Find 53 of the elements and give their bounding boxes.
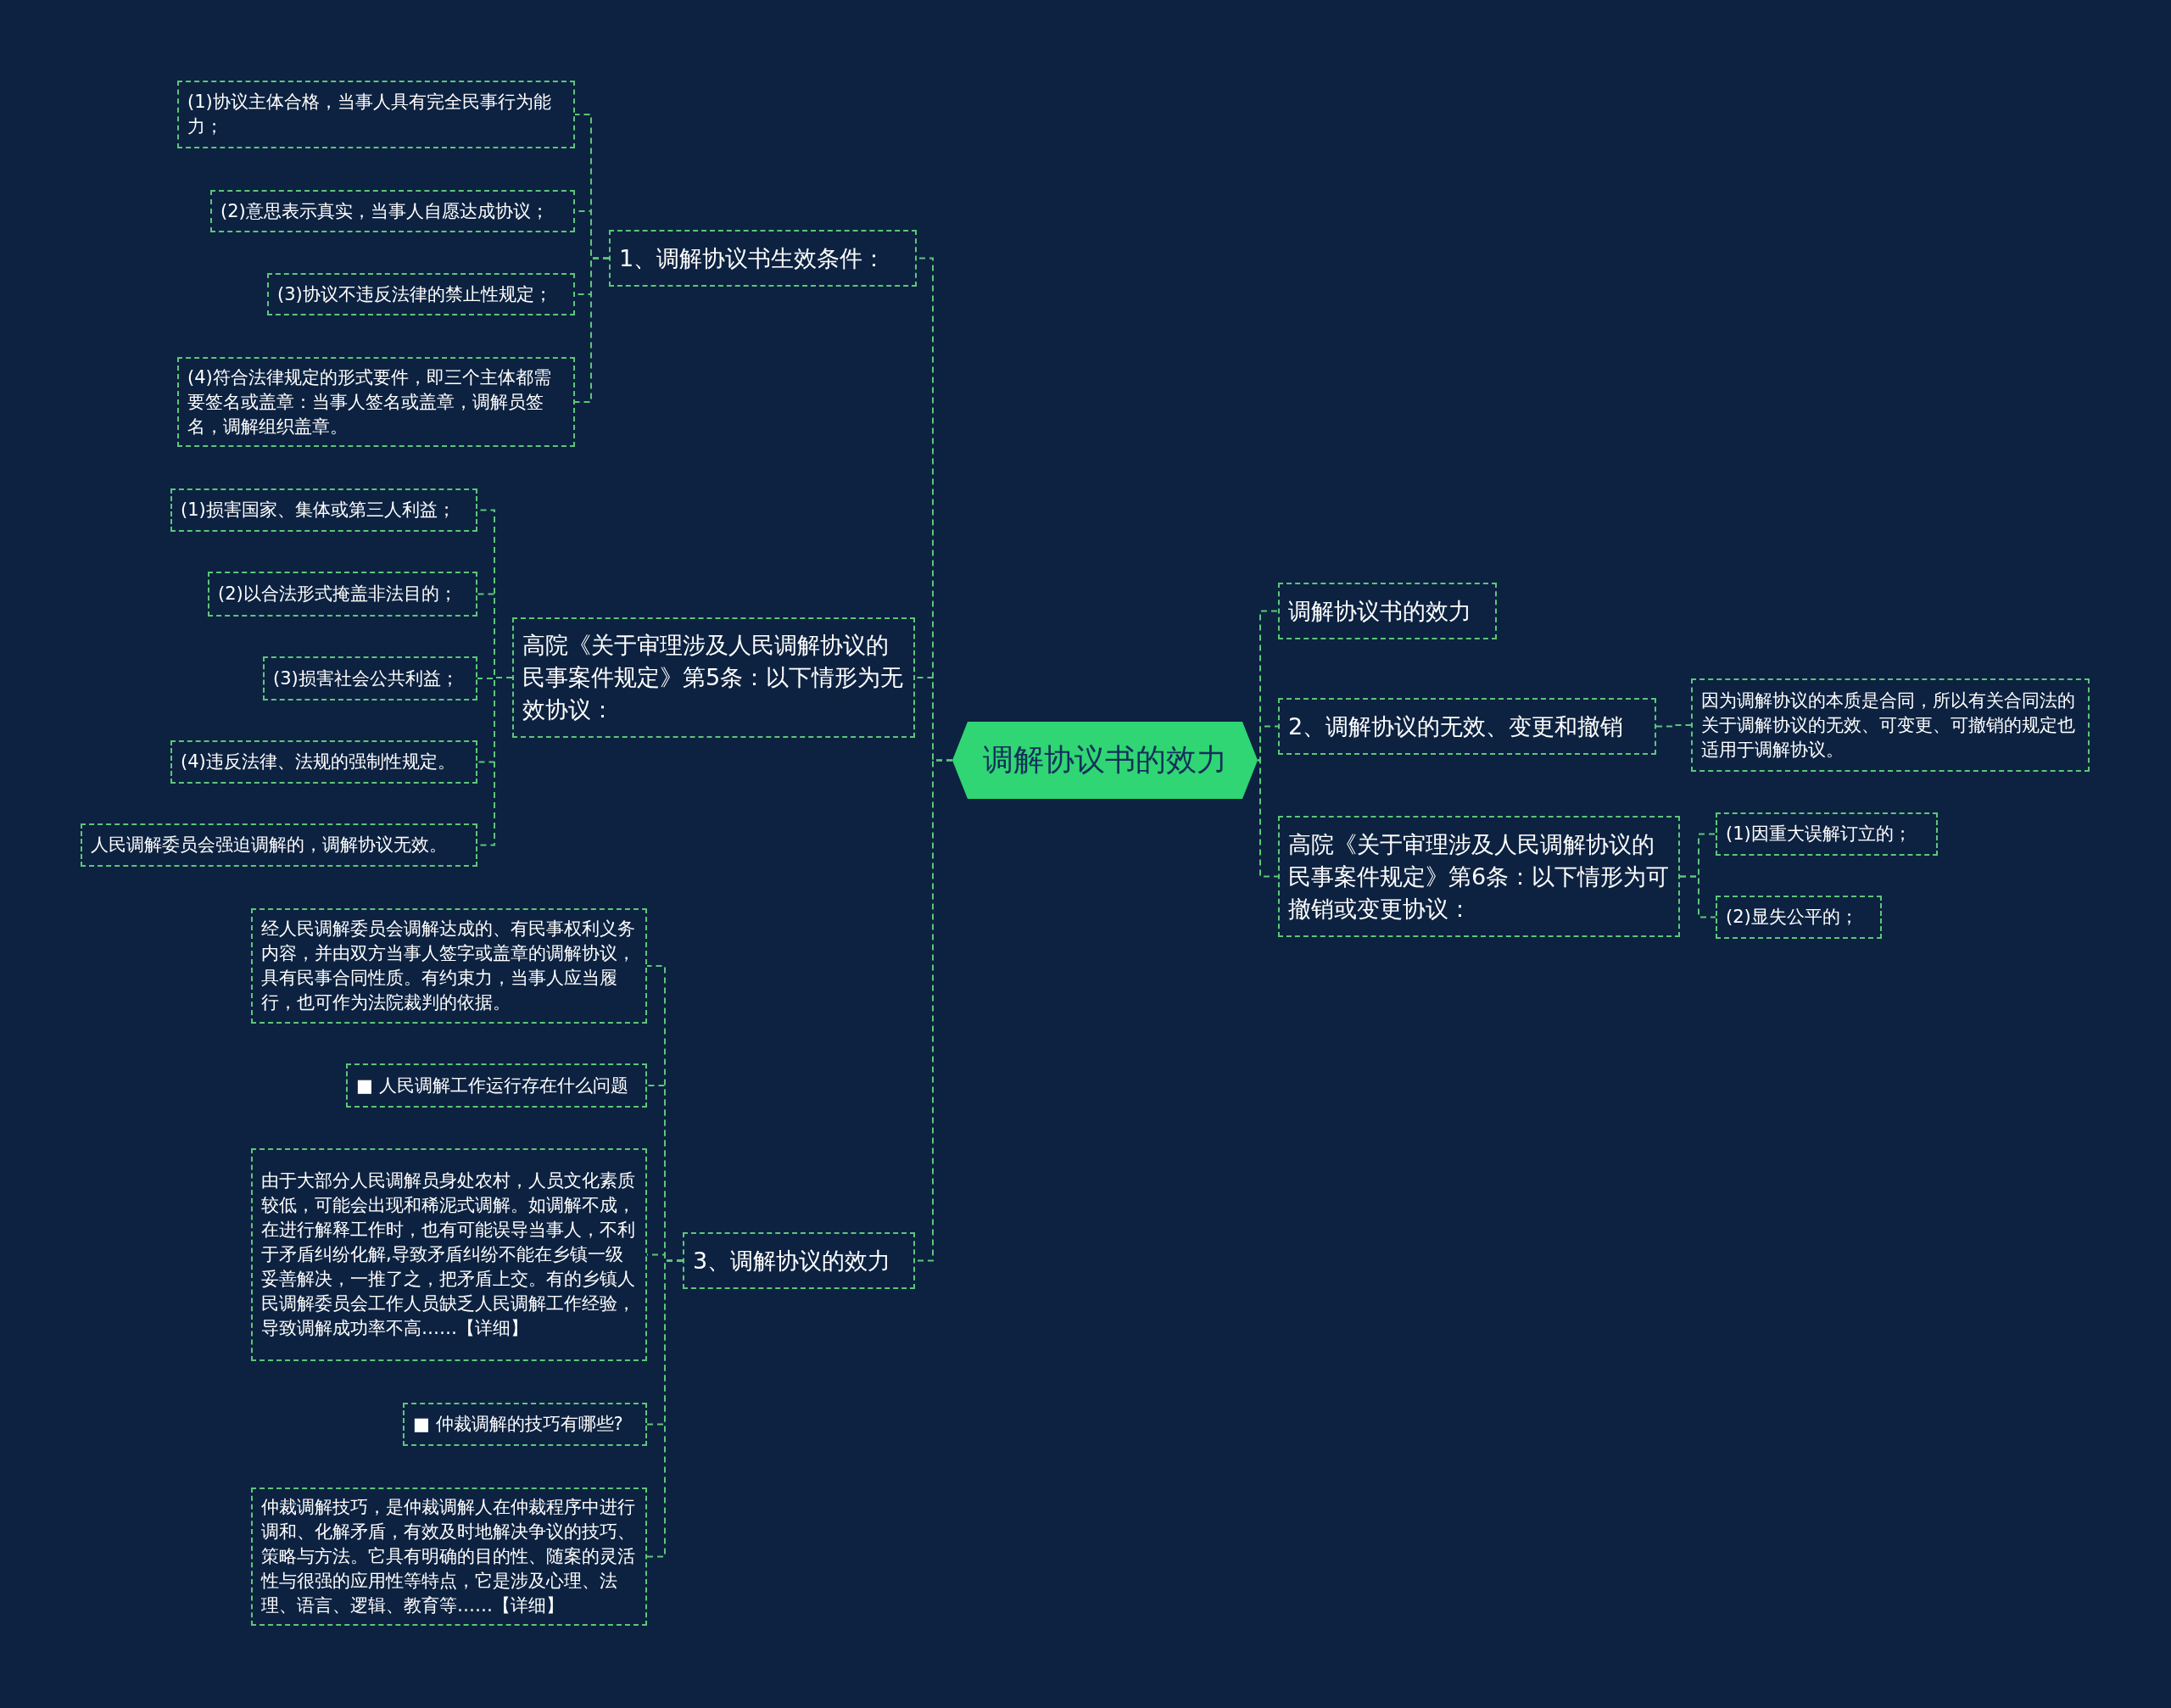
note-text: ■ 人民调解工作运行存在什么问题 bbox=[356, 1074, 628, 1097]
note-text: 仲裁调解技巧，是仲裁调解人在仲裁程序中进行调和、化解矛盾，有效及时地解决争议的技巧、策略与方法。它具有明确的目的性、随案的灵活性与很强的应用性等特点，它是涉及心理、法理、语言、逻辑、教育等……【详细】 bbox=[261, 1496, 636, 1617]
note-text: ■ 仲裁调解的技巧有哪些? bbox=[413, 1413, 623, 1436]
topic-text: 高院《关于审理涉及人民调解协议的民事案件规定》第5条：以下情形为无效协议： bbox=[522, 631, 905, 724]
note-text: 人民调解委员会强迫调解的，调解协议无效。 bbox=[91, 834, 447, 857]
note-text: 由于大部分人民调解员身处农村，人员文化素质较低，可能会出现和稀泥式调解。如调解不成，在进行解释工作时，也有可能误导当事人，不利于矛盾纠纷化解,导致矛盾纠纷不能在乡镇一级妥善解决，一推了之，把矛盾上交。有的乡镇人民调解委员会工作人员缺乏人民调解工作经验，导致调解成功率不高……【详细】 bbox=[261, 1169, 636, 1340]
note-text: 经人民调解委员会调解达成的、有民事权利义务内容，并由双方当事人签字或盖章的调解协议，具有民事合同性质。有约束力，当事人应当履行，也可作为法院裁判的依据。 bbox=[261, 918, 636, 1014]
note-box bbox=[1716, 896, 1882, 939]
topic-box bbox=[609, 230, 917, 287]
note-text: (4)违反法律、法规的强制性规定。 bbox=[181, 751, 455, 773]
topic-text: 1、调解协议书生效条件： bbox=[619, 243, 886, 273]
note-box bbox=[208, 572, 477, 617]
note-box bbox=[263, 656, 477, 701]
topic-text: 3、调解协议的效力 bbox=[693, 1246, 891, 1275]
note-box bbox=[170, 488, 477, 532]
topic-box bbox=[683, 1232, 915, 1289]
note-box bbox=[267, 273, 575, 315]
note-text: (4)符合法律规定的形式要件，即三个主体都需要签名或盖章：当事人签名或盖章，调解员签名，调解组织盖章。 bbox=[187, 366, 552, 438]
connector-line bbox=[1679, 875, 1716, 918]
note-box bbox=[81, 823, 477, 867]
note-box bbox=[1691, 678, 2090, 772]
root-topic-text: 调解协议书的效力 bbox=[983, 741, 1227, 779]
topic-text: 调解协议书的效力 bbox=[1288, 596, 1471, 626]
note-text: (1)损害国家、集体或第三人利益； bbox=[181, 499, 455, 522]
note-box bbox=[403, 1403, 647, 1446]
note-box bbox=[251, 1148, 647, 1361]
note-box bbox=[177, 357, 575, 447]
note-box bbox=[1716, 812, 1938, 856]
topic-box bbox=[1278, 698, 1656, 755]
topic-box bbox=[512, 617, 915, 738]
topic-text: 高院《关于审理涉及人民调解协议的民事案件规定》第6条：以下情形为可撤销或变更协议： bbox=[1288, 829, 1670, 924]
note-text: (1)因重大误解订立的； bbox=[1726, 823, 1911, 846]
note-box bbox=[210, 190, 575, 232]
connector-line bbox=[1257, 759, 1279, 878]
connector-line bbox=[1655, 724, 1692, 728]
note-text: (3)损害社会公共利益； bbox=[273, 667, 459, 690]
note-box bbox=[346, 1063, 647, 1108]
note-box bbox=[251, 908, 647, 1024]
note-text: (2)以合法形式掩盖非法目的； bbox=[218, 583, 457, 606]
topic-text: 2、调解协议的无效、变更和撤销 bbox=[1288, 712, 1624, 741]
connector-line bbox=[574, 257, 610, 403]
note-text: 因为调解协议的本质是合同，所以有关合同法的关于调解协议的无效、可变更、可撤销的规定也适用于调解协议。 bbox=[1701, 689, 2076, 762]
note-box bbox=[177, 81, 575, 148]
note-text: (3)协议不违反法律的禁止性规定； bbox=[277, 282, 552, 306]
note-box bbox=[170, 740, 477, 784]
topic-box bbox=[1278, 816, 1680, 937]
connector-line bbox=[646, 1259, 684, 1558]
note-box bbox=[251, 1488, 647, 1626]
note-text: (2)显失公平的； bbox=[1726, 906, 1858, 929]
note-text: (2)意思表示真实，当事人自愿达成协议； bbox=[220, 199, 549, 223]
note-text: (1)协议主体合格，当事人具有完全民事行为能力； bbox=[187, 91, 552, 138]
topic-box bbox=[1278, 583, 1497, 639]
connector-line bbox=[1257, 725, 1279, 762]
